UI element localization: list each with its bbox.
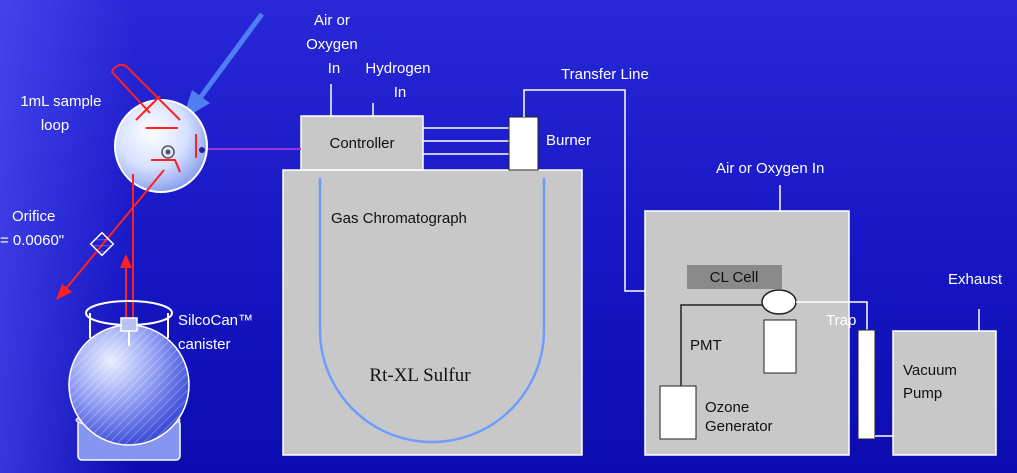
flow-exit-arrow-head [56, 284, 72, 300]
flow-to-exit-line [63, 169, 165, 292]
cl-cell-label: CL Cell [710, 269, 759, 286]
gas-chromatograph-box [282, 169, 583, 456]
transfer-line-label: Transfer Line [561, 66, 649, 83]
air-oxygen-in-right-label: Air or Oxygen In [716, 160, 824, 177]
hydrogen-in-label: Hydrogen In [365, 60, 434, 101]
gas-chromatograph-label: Gas Chromatograph [331, 210, 467, 227]
canister-flow-arrow-head [120, 254, 132, 268]
controller-box [300, 115, 424, 171]
vacuum-pump-box [892, 330, 997, 456]
trap-tube [857, 329, 876, 440]
burner-label: Burner [546, 132, 591, 149]
cl-cell-box [687, 265, 782, 289]
ozone-generator-label: Ozone Generator [705, 399, 773, 435]
cl-cell-chamber [761, 289, 797, 315]
sample-loop [110, 63, 181, 121]
orifice-element [89, 231, 115, 257]
silcocan-canister [68, 300, 190, 461]
valve-center-icon [161, 145, 175, 159]
exhaust-label: Exhaust [948, 271, 1003, 288]
valve-port [199, 147, 205, 153]
sample-valve [114, 99, 208, 193]
column-coil [318, 178, 546, 444]
cell-to-trap-line [796, 301, 868, 330]
sample-loop-label: 1mL sample loop [20, 93, 105, 134]
valve-inner-passage [146, 127, 197, 173]
orifice-label: Orifice = 0.0060" [0, 208, 64, 249]
canister-label: SilcoCan™ canister [178, 312, 257, 353]
pmt-label: PMT [690, 337, 722, 354]
vacuum-pump-label: Vacuum Pump [903, 362, 961, 402]
controller-label: Controller [329, 135, 394, 152]
air-oxygen-in-label: Air or Oxygen In [306, 12, 362, 77]
injection-arrow-shaft [197, 12, 265, 100]
pmt-box [763, 319, 797, 374]
column-label: Rt-XL Sulfur [369, 365, 471, 386]
trap-label: Trap [826, 312, 856, 329]
burner-box [508, 116, 539, 171]
ozone-line [680, 304, 763, 386]
ozone-generator-box [659, 385, 697, 440]
